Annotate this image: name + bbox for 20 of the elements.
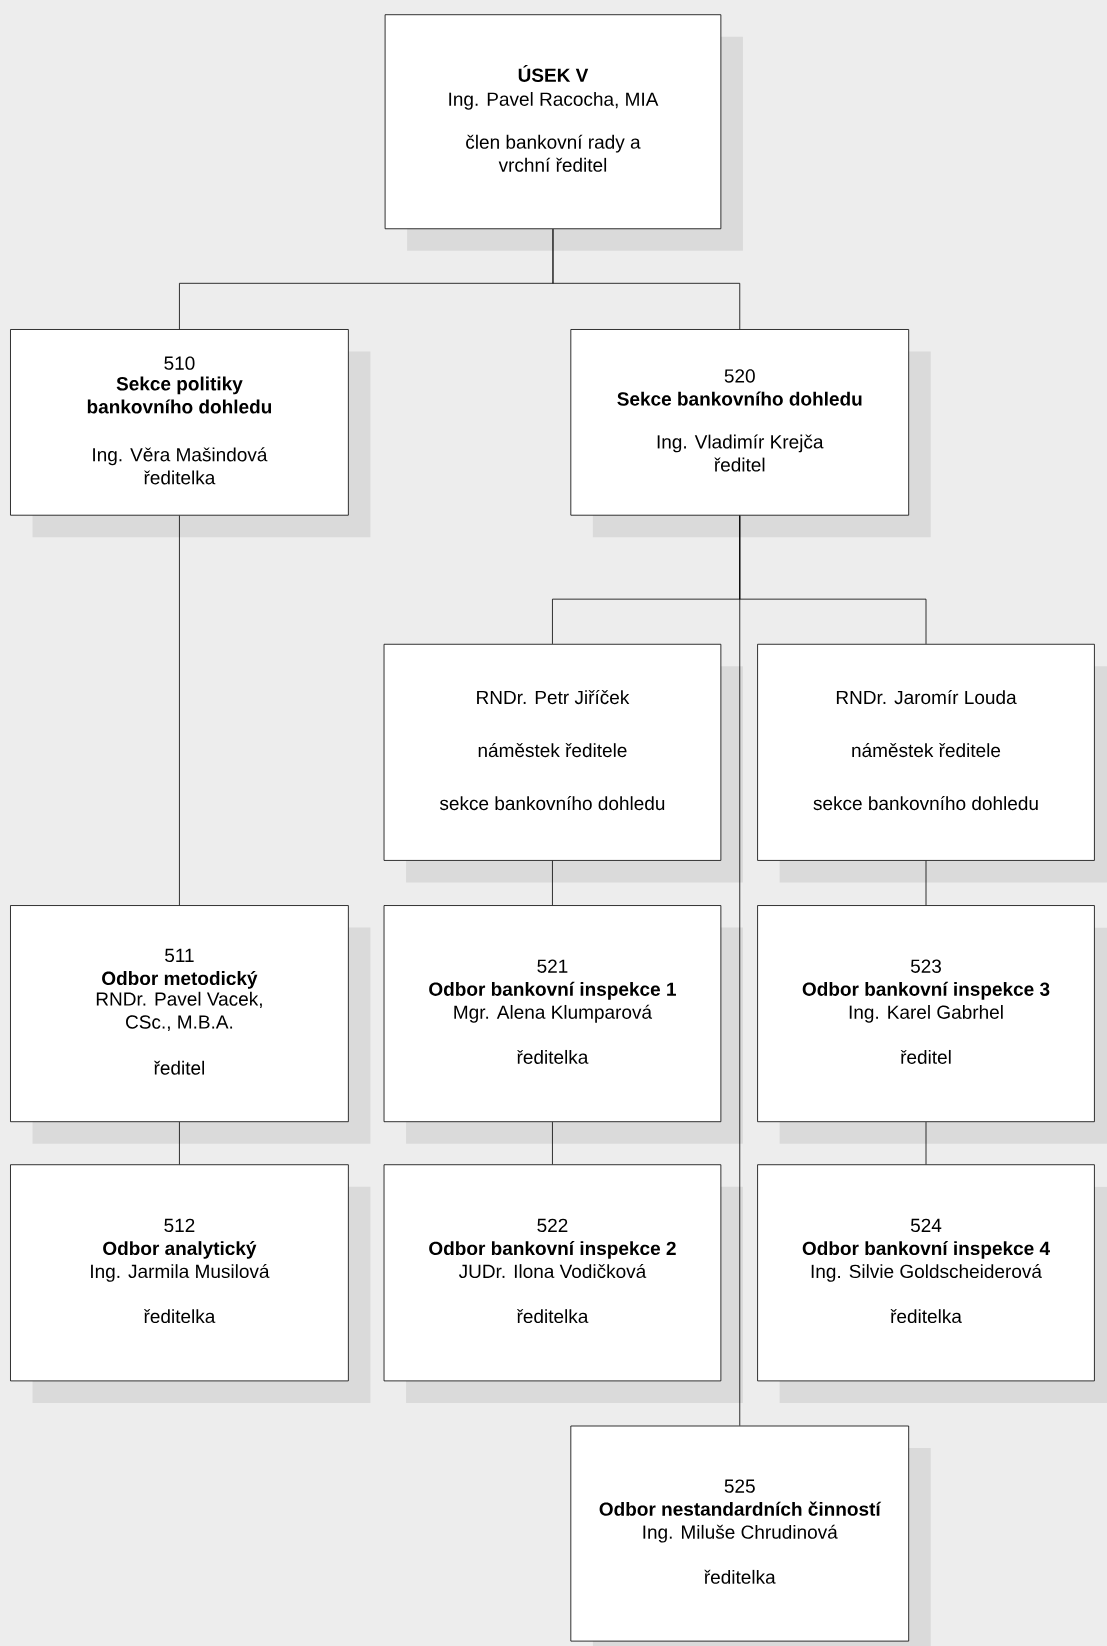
connector-line: [552, 860, 553, 906]
connector-line: [739, 515, 741, 1426]
org-box: 525 Odbor nestandardních činností Ing. Miluše Chrudinová ředitelka: [570, 1425, 931, 1646]
connector-line: [179, 515, 180, 906]
org-box: 524 Odbor bankovní inspekce 4 Ing. Silvie Goldscheiderová ředitelka: [757, 1164, 1107, 1403]
connector-line: [552, 228, 741, 330]
org-box: 522 Odbor bankovní inspekce 2 JUDr. Ilona Vodičková ředitelka: [383, 1164, 743, 1403]
org-box: RNDr. Jaromír Louda náměstek ředitele sekce bankovního dohledu: [757, 643, 1107, 883]
connector-line: [925, 860, 927, 906]
org-box: 520 Sekce bankovního dohledu Ing. Vladimír Krejča ředitel: [570, 329, 931, 538]
org-box: 512 Odbor analytický Ing. Jarmila Musilová ředitelka: [10, 1164, 371, 1403]
org-box: RNDr. Petr Jiříček náměstek ředitele sekce bankovního dohledu: [383, 643, 743, 883]
org-box: ÚSEK V Ing. Pavel Racocha, MIA člen bankovní rady a vrchní ředitel: [384, 14, 743, 251]
connector-line: [552, 1121, 553, 1165]
org-box: 511 Odbor metodický RNDr. Pavel Vacek, CSc., M.B.A. ředitel: [10, 905, 371, 1144]
org-box: 523 Odbor bankovní inspekce 3 Ing. Karel Gabrhel ředitel: [757, 905, 1107, 1144]
connector-line: [925, 1121, 927, 1165]
org-box: 510 Sekce politiky bankovního dohledu Ing. Věra Mašindová ředitelka: [10, 329, 371, 538]
connector-line: [179, 1121, 180, 1165]
org-box: 521 Odbor bankovní inspekce 1 Mgr. Alena Klumparová ředitelka: [383, 905, 743, 1144]
